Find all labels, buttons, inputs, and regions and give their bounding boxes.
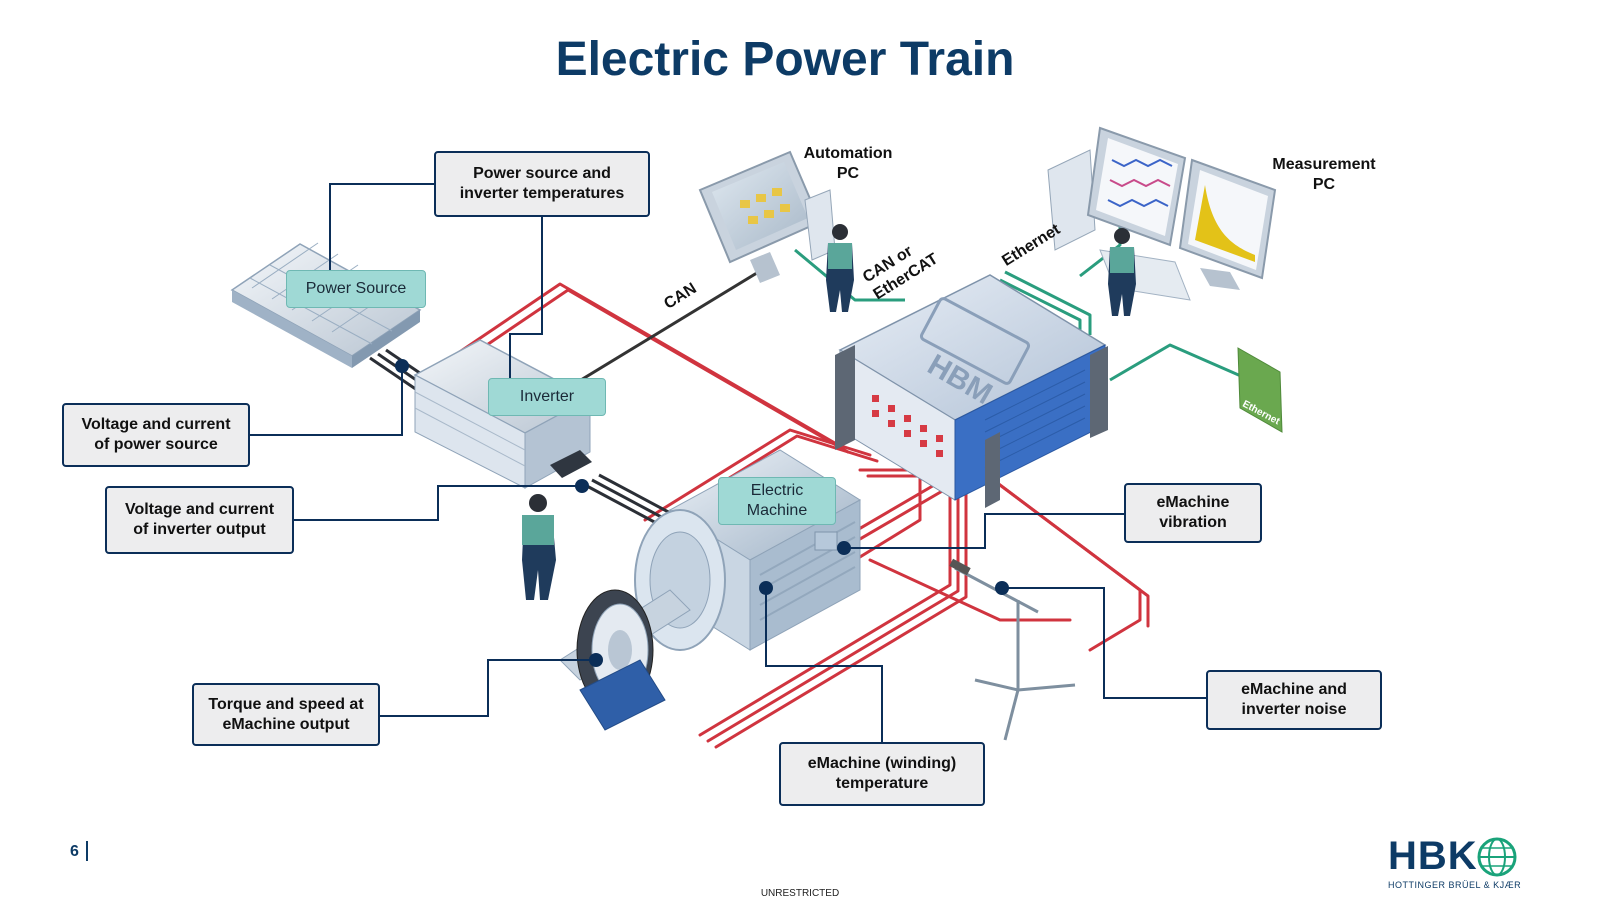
measurement-pc-label: Measurement PC [1272,156,1376,193]
automation-pc-label: Automation PC [803,145,893,182]
page-number: 6 [70,843,79,860]
measurement-point-dots [395,359,1009,667]
globe-icon [1477,837,1517,877]
power-source-label: Power Source [286,270,426,308]
page-title: Electric Power Train [555,33,1015,86]
callout-noise: eMachine and inverter noise [1206,670,1382,730]
page-number-divider [86,841,88,861]
callout-vibration: eMachine vibration [1124,483,1262,543]
logo-tagline: HOTTINGER BRÜEL & KJÆR [1388,880,1522,890]
torque-flange [576,589,666,731]
person-automation-pc [826,224,854,312]
ethernet-icon [1237,347,1283,433]
person-measurement-pc [1108,228,1136,316]
electric-machine-label: Electric Machine [718,477,836,525]
red-sensor-cables [428,282,1150,749]
callout-leader-lines [250,183,1206,742]
hbm-daq-system [835,274,1108,508]
classification-footer: UNRESTRICTED [760,888,840,899]
can-cable [547,263,771,402]
person-engineer [522,494,556,600]
inverter-label: Inverter [488,378,606,416]
logo-wordmark: HBK [1388,834,1478,878]
callout-voltage-inverter-output: Voltage and current of inverter output [105,486,294,554]
callout-power-inverter-temperatures: Power source and inverter temperatures [434,151,650,217]
automation-pc [698,150,836,283]
callout-voltage-power-source: Voltage and current of power source [62,403,250,467]
callout-winding-temperature: eMachine (winding) temperature [779,742,985,806]
callout-torque-speed: Torque and speed at eMachine output [192,683,380,746]
microphone-stand [949,558,1076,741]
